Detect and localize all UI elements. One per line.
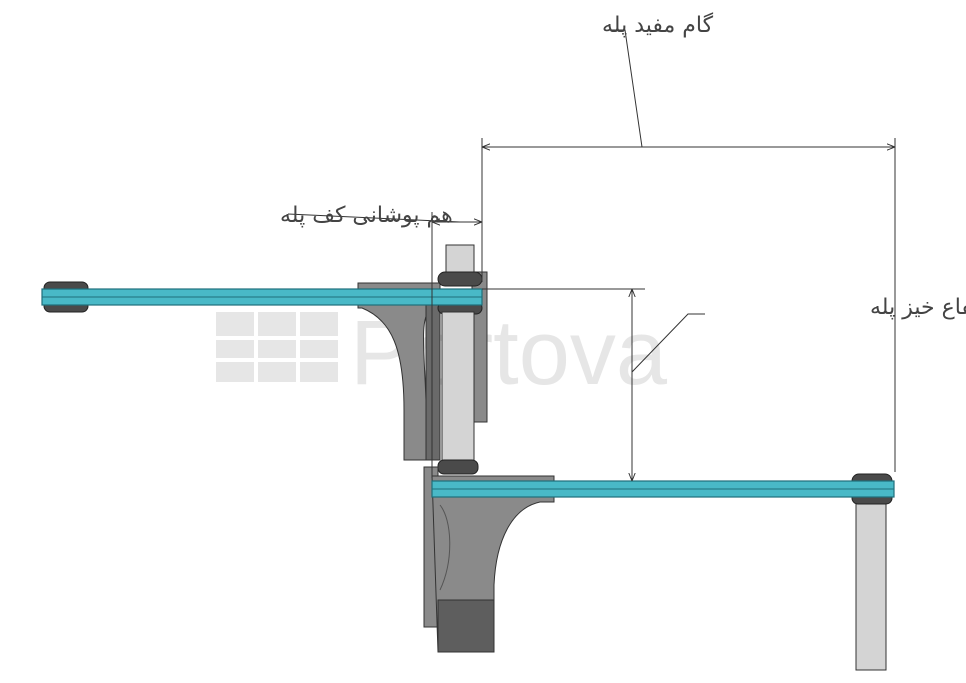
- rise-dimension: [482, 288, 705, 481]
- right-post: [851, 473, 893, 671]
- upper-tread: [41, 288, 483, 306]
- going-label: گام مفید پله: [602, 12, 714, 38]
- watermark: Portova: [216, 302, 668, 404]
- lower-tread: [431, 480, 895, 498]
- grid-logo-icon: [216, 312, 338, 382]
- rise-label: ارتفاع خیز پله: [870, 295, 966, 320]
- overlap-dimension: [287, 212, 482, 478]
- lower-bracket: [423, 466, 555, 653]
- overlap-label: هم پوشانی کف پله: [280, 203, 453, 228]
- going-dimension: [481, 29, 896, 472]
